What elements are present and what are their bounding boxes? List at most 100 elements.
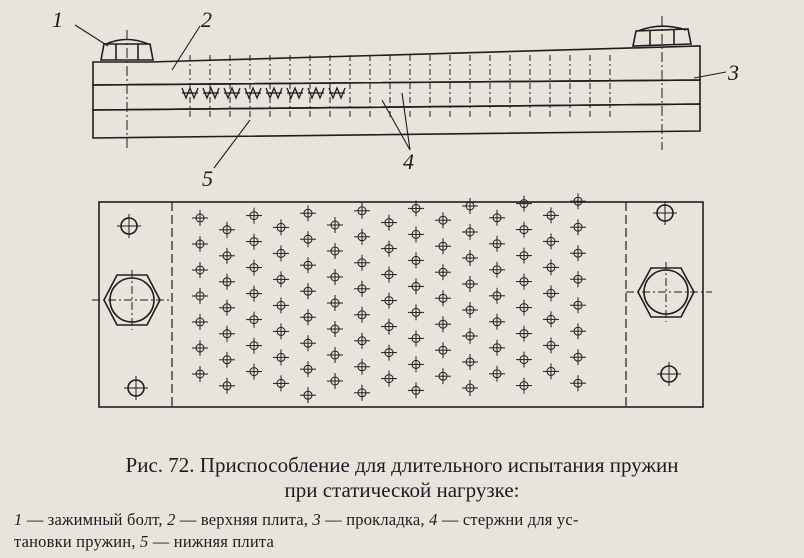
right-hex-bolt (626, 262, 712, 322)
label-5: 5 (202, 166, 213, 191)
label-3: 3 (727, 60, 739, 85)
spring-hole (246, 233, 262, 250)
spring-hole (354, 332, 370, 349)
corner-holes (117, 201, 681, 400)
spring-hole (516, 195, 532, 212)
spring-hole (516, 351, 532, 368)
spring-hole (273, 323, 289, 340)
legend-text-3: — прокладка, (320, 510, 430, 529)
spring-hole (381, 240, 397, 257)
spring-hole (246, 363, 262, 380)
spring-hole (192, 288, 208, 304)
spring-hole (246, 337, 262, 354)
spring-hole (543, 207, 559, 224)
spring-hole (543, 363, 559, 380)
spring-hole (462, 328, 478, 344)
spring-hole (570, 297, 586, 314)
spring-hole (300, 205, 316, 222)
spring-hole (570, 193, 586, 210)
legend-num-5: 5 (139, 532, 149, 551)
spring-hole (246, 285, 262, 302)
spring-hole (219, 377, 235, 394)
spring-hole (219, 221, 235, 238)
spring-hole (516, 273, 532, 290)
spring-hole (219, 351, 235, 368)
spring-hole (516, 377, 532, 394)
spring-hole (435, 290, 451, 307)
spring-hole (354, 254, 370, 271)
spring-hole (381, 214, 397, 231)
spring-hole (543, 337, 559, 354)
spring-hole (300, 335, 316, 352)
spring-hole (489, 339, 505, 356)
spring-hole (462, 380, 478, 396)
spring-hole (354, 384, 370, 401)
spring-hole (273, 349, 289, 366)
spring-hole (408, 304, 424, 321)
spring-hole (246, 311, 262, 328)
spring-hole (327, 269, 343, 285)
spring-hole (354, 306, 370, 323)
spring-coil (223, 86, 241, 100)
spring-hole (435, 368, 451, 385)
caption-line-2: при статической нагрузке: (284, 478, 520, 502)
label-2: 2 (201, 7, 212, 32)
spring-hole (516, 325, 532, 342)
spring-hole (300, 231, 316, 248)
lower-plate (92, 103, 701, 139)
spring-hole (327, 321, 343, 337)
spring-hole (354, 358, 370, 375)
legend-text-1: — зажимный болт, (22, 510, 168, 529)
spring-hole (408, 278, 424, 295)
spring-hole (462, 250, 478, 266)
spring-hole (381, 344, 397, 361)
spring-hole (462, 354, 478, 370)
spring-hole (543, 285, 559, 302)
spring-hole (489, 261, 505, 278)
spring-hole (489, 313, 505, 330)
spring-hole (273, 375, 289, 392)
caption-line-1: Рис. 72. Приспособление для длительного … (125, 453, 679, 477)
spring-hole (570, 245, 586, 262)
spring-hole (408, 330, 424, 347)
legend-num-3: 3 (312, 510, 321, 529)
right-bolt-head (632, 25, 692, 47)
legend-text-4: — стержни для ус- (437, 510, 579, 529)
spring-hole (381, 292, 397, 309)
spring-hole (381, 318, 397, 335)
spring-hole (300, 309, 316, 326)
spring-hole (192, 314, 208, 330)
spring-hole (381, 266, 397, 283)
legend-text-4b: тановки пружин, (14, 532, 140, 551)
spring-hole (489, 365, 505, 382)
spring-hole (192, 236, 208, 252)
plan-view (92, 193, 712, 408)
spring-coil (244, 86, 262, 100)
spring-hole (354, 228, 370, 245)
spring-hole (408, 356, 424, 373)
spring-hole (462, 198, 478, 214)
spring-hole (273, 271, 289, 288)
label-1: 1 (52, 7, 63, 32)
spring-hole (192, 340, 208, 356)
spring-hole (300, 283, 316, 300)
spring-hole (516, 247, 532, 264)
spring-hole (192, 366, 208, 382)
spring-coil (328, 86, 346, 100)
spring-hole (219, 299, 235, 316)
spring-hole (435, 212, 451, 229)
spring-hole (327, 217, 343, 233)
spring-coil (307, 86, 325, 100)
spring-coil (202, 86, 220, 100)
spring-hole (219, 247, 235, 264)
spring-hole (462, 224, 478, 240)
plate-outline (98, 201, 704, 408)
legend-num-2: 2 (167, 510, 176, 529)
spring-hole (273, 245, 289, 262)
spring-hole (435, 264, 451, 281)
spring-hole (462, 276, 478, 292)
spring-hole (408, 226, 424, 243)
spring-hole (300, 387, 316, 404)
spring-hole (273, 219, 289, 236)
side-view (92, 16, 701, 150)
